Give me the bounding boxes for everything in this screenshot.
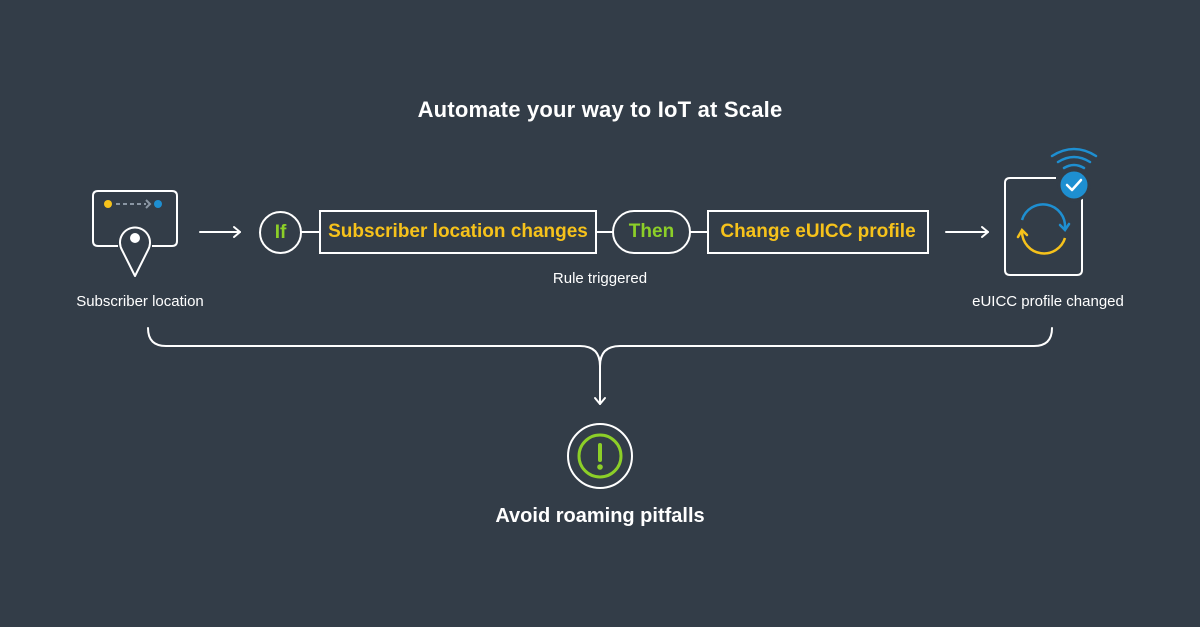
- page-title: Automate your way to IoT at Scale: [417, 97, 783, 122]
- map-pin-icon: [92, 190, 178, 277]
- bracket: [147, 327, 1053, 367]
- rule-caption: Rule triggered: [552, 270, 648, 287]
- then-node: Then: [612, 210, 691, 254]
- if-node: If: [259, 211, 302, 254]
- warning-icon: [567, 423, 633, 489]
- outcome-label: Avoid roaming pitfalls: [495, 505, 705, 527]
- sim-refresh-icon: [1004, 147, 1098, 276]
- source-label: Subscriber location: [76, 293, 204, 310]
- condition-box: Subscriber location changes: [319, 210, 597, 254]
- action-box: Change eUICC profile: [707, 210, 929, 254]
- result-label: eUICC profile changed: [972, 293, 1124, 310]
